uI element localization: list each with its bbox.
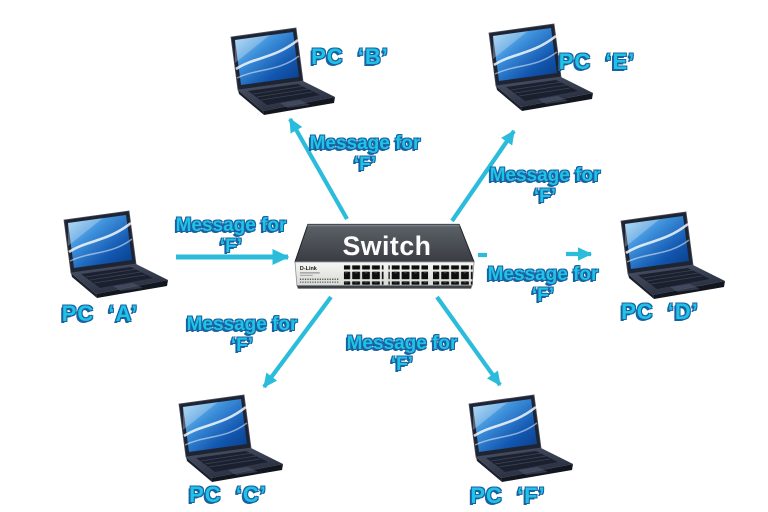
switch-port-group-3 bbox=[432, 265, 473, 285]
pc-c-label: PC ‘C’ bbox=[189, 482, 267, 507]
message-line1: Message for bbox=[186, 314, 298, 335]
laptop-pc-d bbox=[612, 211, 732, 299]
message-label-switch-to-c: Message for ‘F’ bbox=[172, 314, 312, 356]
pc-d-label: PC ‘D’ bbox=[621, 299, 699, 324]
laptop-pc-a bbox=[55, 210, 175, 298]
message-label-switch-to-e: Message for ‘F’ bbox=[475, 165, 615, 207]
message-line2: ‘F’ bbox=[531, 285, 555, 306]
switch-port-group-1 bbox=[343, 265, 384, 285]
laptop-pc-b bbox=[222, 27, 342, 115]
switch-brand-logo: D-Link bbox=[300, 266, 318, 272]
switch-front-panel bbox=[294, 261, 475, 287]
message-line1: Message for bbox=[309, 133, 421, 154]
message-label-switch-to-f: Message for ‘F’ bbox=[332, 333, 472, 375]
message-line1: Message for bbox=[175, 215, 287, 236]
message-line1: Message for bbox=[346, 333, 458, 354]
switch-port-group-2 bbox=[388, 265, 429, 285]
message-line2: ‘F’ bbox=[390, 354, 414, 375]
pc-f-label: PC ‘F’ bbox=[470, 483, 546, 508]
switch-device: Switch D-Link bbox=[294, 223, 475, 289]
message-line1: Message for bbox=[489, 165, 601, 186]
pc-a-label: PC ‘A’ bbox=[61, 301, 139, 326]
message-label-a-to-switch: Message for ‘F’ bbox=[161, 215, 301, 257]
message-line2: ‘F’ bbox=[219, 236, 243, 257]
message-line2: ‘F’ bbox=[230, 335, 254, 356]
message-label-switch-to-b: Message for ‘F’ bbox=[295, 133, 435, 175]
message-line1: Message for bbox=[487, 264, 599, 285]
laptop-pc-f bbox=[460, 394, 580, 482]
laptop-pc-c bbox=[170, 394, 290, 482]
message-line2: ‘F’ bbox=[533, 186, 557, 207]
message-line2: ‘F’ bbox=[353, 154, 377, 175]
switch-label: Switch bbox=[342, 231, 431, 261]
pc-e-label: PC ‘E’ bbox=[558, 49, 636, 74]
message-label-switch-to-d: Message for ‘F’ bbox=[473, 264, 613, 306]
pc-b-label: PC ‘B’ bbox=[311, 44, 389, 69]
